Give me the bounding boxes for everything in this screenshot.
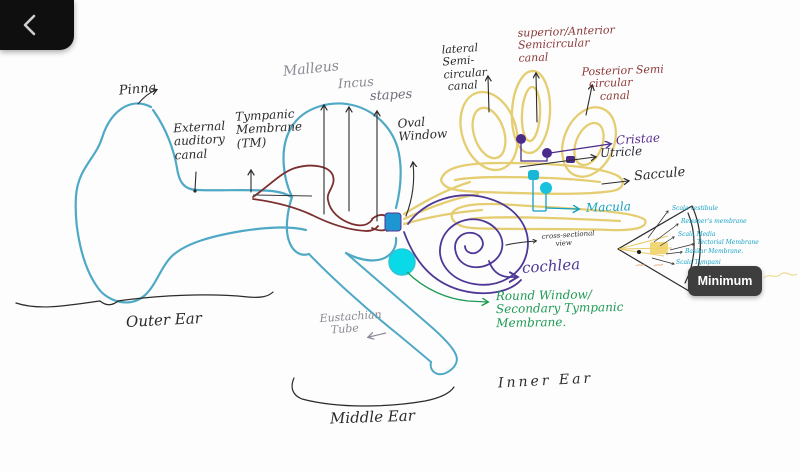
tympanic-membrane-line bbox=[252, 194, 313, 197]
back-button[interactable] bbox=[0, 0, 74, 50]
cristae-bracket bbox=[520, 144, 610, 162]
oval-window-shape bbox=[384, 212, 402, 232]
macula-bracket bbox=[532, 180, 578, 211]
pinna-outline bbox=[74, 102, 308, 304]
cochlea-spiral bbox=[403, 194, 529, 295]
annotation-arrows bbox=[137, 74, 628, 246]
ossicles-drawing bbox=[252, 164, 388, 232]
eustachian-tube-drawing bbox=[308, 252, 458, 376]
region-braces bbox=[15, 291, 455, 407]
semicircular-canals-drawing bbox=[402, 69, 647, 232]
round-window-shape bbox=[388, 248, 416, 276]
eustachian-arrow bbox=[369, 333, 387, 337]
faint-scribble bbox=[763, 272, 798, 279]
maculae-dots bbox=[528, 170, 552, 194]
minimum-tooltip: Minimum bbox=[688, 266, 762, 296]
cristae-dots bbox=[516, 134, 575, 163]
middle-ear-cavity bbox=[282, 102, 402, 262]
round-window-arrow bbox=[406, 271, 487, 302]
chevron-left-icon bbox=[23, 14, 36, 36]
